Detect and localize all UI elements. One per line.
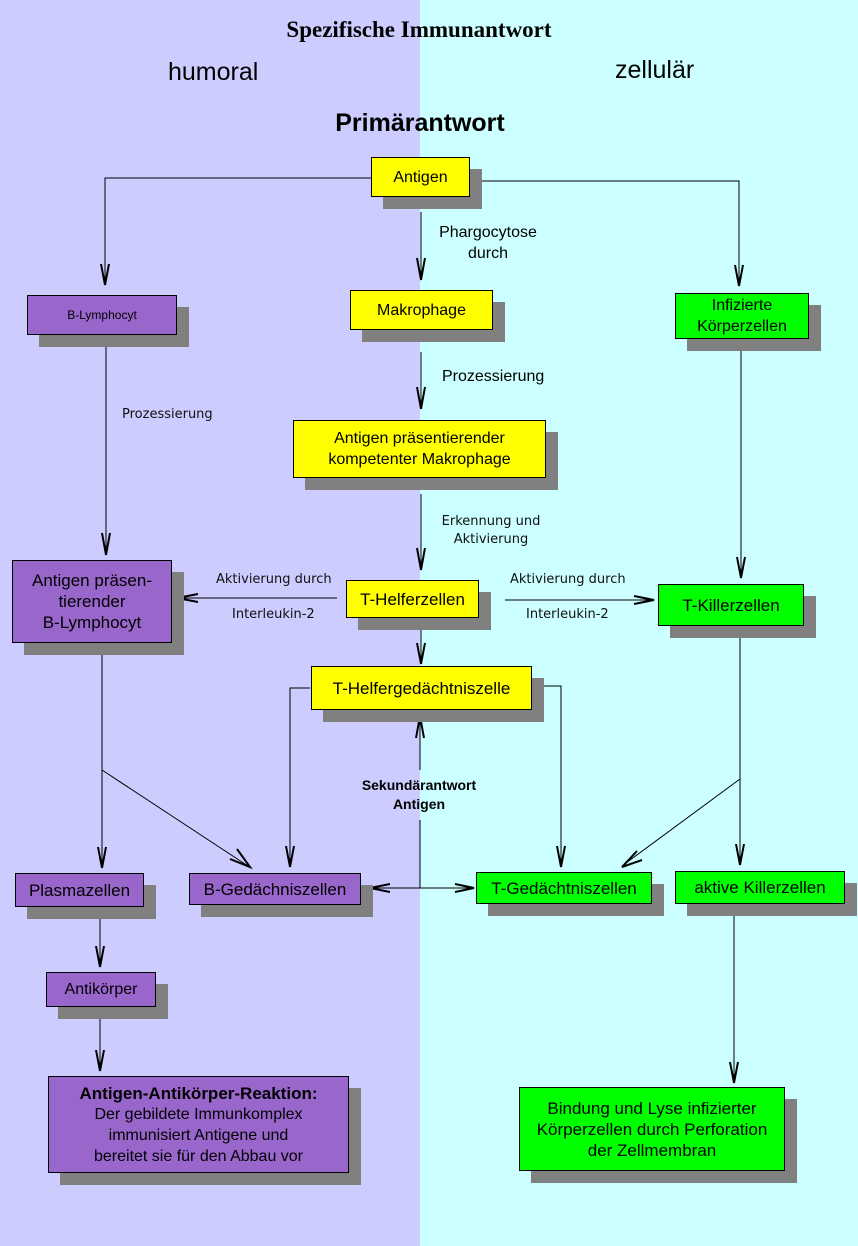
edge-apb-bged xyxy=(101,769,249,867)
node-bindung-und-lyse[interactable]: Bindung und Lyse infizierter Körperzelle… xyxy=(519,1087,785,1171)
label-phagocytose: Phargocytose durch xyxy=(439,224,537,262)
column-label-zellular: zellulär xyxy=(615,56,695,84)
label-aktivierung-left-bottom: Interleukin-2 xyxy=(232,607,315,622)
node-t-helferzellen[interactable]: T-Helferzellen xyxy=(346,580,479,618)
node-antigen-antikoerper-reaktion[interactable]: Antigen-Antikörper-Reaktion: Der gebilde… xyxy=(48,1076,349,1173)
reaktion-title: Antigen-Antikörper-Reaktion: xyxy=(79,1083,318,1103)
column-label-humoral: humoral xyxy=(168,58,259,86)
label-sekundaerantwort: Sekundärantwort Antigen xyxy=(361,777,477,812)
node-t-helfergedaechtniszelle[interactable]: T-Helfergedächtniszelle xyxy=(311,666,532,710)
node-b-gedaechniszellen[interactable]: B-Gedächniszellen xyxy=(189,873,361,905)
label-erkennung: Erkennung und Aktivierung xyxy=(441,514,541,547)
reaktion-body: Der gebildete Immunkomplex immunisiert A… xyxy=(93,1105,304,1165)
diagram-title: Spezifische Immunantwort xyxy=(286,17,552,42)
node-plasmazellen[interactable]: Plasmazellen xyxy=(15,873,144,907)
edge-antigen-infizierte xyxy=(475,180,740,284)
edge-thg-bged xyxy=(289,687,310,866)
node-antigen-praesentierender-makrophage[interactable]: Antigen präsentierender kompetenter Makr… xyxy=(293,420,546,478)
node-t-gedaechtniszellen[interactable]: T-Gedächtniszellen xyxy=(476,872,652,904)
label-aktivierung-left-top: Aktivierung durch xyxy=(216,572,332,587)
node-infizierte-koerperzellen[interactable]: Infizierte Körperzellen xyxy=(675,293,809,339)
section-title-primaerantwort: Primärantwort xyxy=(335,109,505,137)
node-t-killerzellen[interactable]: T-Killerzellen xyxy=(658,584,804,626)
node-aktive-killerzellen[interactable]: aktive Killerzellen xyxy=(675,871,845,904)
edge-thg-tged xyxy=(532,685,562,866)
edge-antigen-blymphocyt xyxy=(104,177,371,284)
edge-tkiller-tged xyxy=(621,778,741,867)
label-prozessierung-b: Prozessierung xyxy=(122,407,213,422)
node-makrophage[interactable]: Makrophage xyxy=(350,290,493,330)
label-prozessierung-main: Prozessierung xyxy=(442,368,545,385)
node-antikoerper[interactable]: Antikörper xyxy=(46,972,156,1007)
label-aktivierung-right-bottom: Interleukin-2 xyxy=(526,607,609,622)
node-antigen[interactable]: Antigen xyxy=(371,157,470,197)
node-antigen-praesentierender-b-lymphocyt[interactable]: Antigen präsen- tierender B-Lymphocyt xyxy=(12,560,172,643)
node-b-lymphocyt[interactable]: B-Lymphocyt xyxy=(27,295,177,335)
label-aktivierung-right-top: Aktivierung durch xyxy=(510,572,626,587)
